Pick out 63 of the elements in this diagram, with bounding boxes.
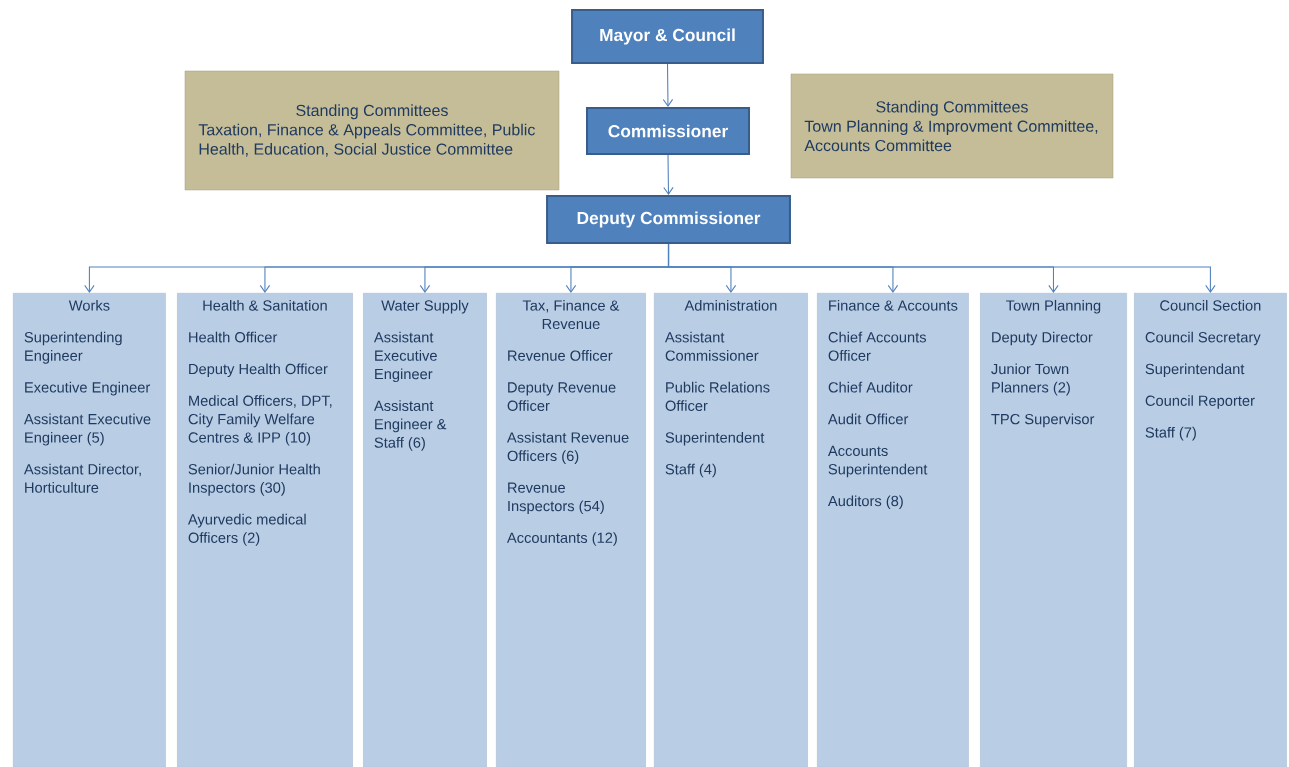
title-text: Commissioner: [608, 124, 728, 138]
job-title: Executive Engineer: [25, 381, 151, 396]
job-title: Deputy Director: [992, 331, 1093, 346]
department-column: [980, 293, 1127, 767]
job-title: Revenue Officer: [508, 350, 613, 361]
department-column: [13, 293, 166, 767]
department-heading: Finance & Accounts: [829, 299, 958, 311]
job-title: Assistant Executive Engineer (5): [23, 413, 151, 446]
job-title: Junior Town Planners (2): [991, 363, 1070, 396]
job-title: Ayurvedic medical Officers (2): [187, 513, 306, 546]
connector-arrow: [663, 154, 674, 196]
department-heading: Council Section: [1160, 299, 1261, 311]
job-title: Public Relations Officer: [665, 381, 770, 411]
committee-list: Town Planning & Improvment Committee, Accounts Committee: [804, 120, 1098, 152]
committee-list: Taxation, Finance & Appeals Committee, Public Health, Education, Social Justice Committee: [198, 123, 535, 157]
department-heading: Water Supply: [381, 299, 469, 314]
job-title: Chief Auditor: [828, 381, 913, 393]
job-title: Audit Officer: [827, 413, 909, 425]
job-title: Accountants (12): [506, 532, 617, 546]
department-heading: Tax, Finance & Revenue: [522, 299, 620, 330]
job-title: Assistant Director, Horticulture: [23, 463, 141, 493]
job-title: Council Reporter: [1145, 395, 1255, 409]
job-title: Assistant Revenue Officers (6): [506, 431, 629, 464]
department-heading: Works: [68, 299, 110, 311]
job-title: Staff (4): [665, 463, 716, 478]
job-title: Senior/Junior Health Inspectors (30): [188, 463, 320, 496]
connector-arrow: [662, 63, 674, 107]
job-title: Accounts Superintendent: [827, 445, 928, 478]
job-title: Health Officer: [189, 331, 278, 343]
title-text: Mayor & Council: [600, 28, 735, 45]
job-title: Medical Officers, DPT, City Family Welfare Centres & IPP (10): [188, 395, 332, 446]
position-box: [586, 107, 750, 155]
department-column: [1134, 293, 1287, 767]
department-column: [654, 293, 808, 767]
job-title: Staff (7): [1145, 426, 1196, 441]
job-title: Auditors (8): [827, 495, 903, 510]
committee-heading: Standing Committees: [296, 104, 448, 120]
job-title: Deputy Revenue Officer: [507, 382, 616, 411]
job-title: Council Secretary: [1145, 331, 1261, 346]
job-title: Deputy Health Officer: [189, 363, 328, 378]
department-column: [177, 293, 353, 767]
committee-box: [790, 73, 1114, 179]
committee-heading: Standing Committees: [876, 100, 1028, 116]
job-title: Assistant Commissioner: [664, 331, 759, 361]
job-title: Revenue Inspectors (54): [508, 482, 604, 515]
department-column: [817, 293, 969, 767]
department-heading: Town Planning: [1006, 299, 1101, 314]
connector-arrow: [667, 243, 1216, 293]
committee-box: [184, 70, 560, 191]
title-text: Deputy Commissioner: [577, 211, 761, 228]
department-column: [363, 293, 487, 767]
department-column: [496, 293, 646, 767]
job-title: Assistant Engineer & Staff (6): [373, 400, 447, 451]
job-title: Superintendent: [665, 431, 765, 446]
job-title: Assistant Executive Engineer: [373, 331, 437, 383]
position-box: [546, 195, 791, 244]
department-heading: Health & Sanitation: [203, 299, 327, 311]
job-title: Superintending Engineer: [24, 331, 122, 364]
job-title: TPC Supervisor: [991, 413, 1095, 428]
position-box: [571, 8, 764, 65]
job-title: Chief Accounts Officer: [828, 331, 926, 361]
job-title: Superintendant: [1145, 363, 1245, 378]
department-heading: Administration: [684, 299, 777, 311]
